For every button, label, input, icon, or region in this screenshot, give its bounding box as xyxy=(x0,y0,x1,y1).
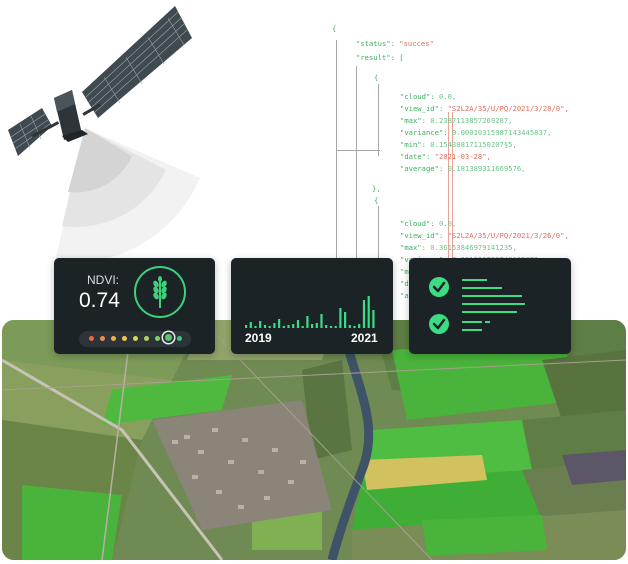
code-line-date: "date": "2021-03-28", xyxy=(400,152,491,161)
code-fragment: "m xyxy=(400,267,409,276)
json-response-panel: { "status": "succes" "result": [ { "clou… xyxy=(332,24,569,330)
aerial-farmland-image xyxy=(2,320,626,560)
ndvi-scale-dot xyxy=(122,336,127,341)
history-bar xyxy=(358,324,361,328)
history-bar xyxy=(353,326,356,328)
check-circle-icon xyxy=(429,314,449,334)
code-guide-line xyxy=(448,112,449,330)
ndvi-scale-dot xyxy=(144,336,149,341)
code-brace: }, xyxy=(372,184,381,193)
history-bar xyxy=(268,326,271,328)
code-line-min: "min": 0.154308171150207§5, xyxy=(400,140,517,149)
ndvi-scale-dot xyxy=(100,336,105,341)
code-guide-line xyxy=(452,112,453,330)
start-year-label: 2019 xyxy=(245,331,272,345)
ndvi-history-card: 2019 2021 xyxy=(231,258,393,354)
ndvi-history-chart xyxy=(245,296,375,328)
history-bar xyxy=(320,314,323,328)
history-bar xyxy=(287,325,290,328)
code-line-view-id: "view_id": "S2L2A/35/U/PQ/2021/3/28/0", xyxy=(400,104,569,113)
solar-panel-lower xyxy=(8,108,52,156)
history-bar xyxy=(282,326,285,328)
code-line-status: "status": "succes" xyxy=(356,39,434,48)
history-bar xyxy=(311,324,314,328)
ndvi-scale-dot-selected xyxy=(165,334,172,341)
history-bar xyxy=(306,316,309,328)
history-bar xyxy=(315,323,318,328)
history-bar xyxy=(259,321,262,328)
code-guide-line xyxy=(378,84,379,156)
code-line-result: "result": [ xyxy=(356,53,404,62)
code-brace: { xyxy=(332,24,337,33)
ndvi-scale-dot xyxy=(133,336,138,341)
code-line-max: "max": 0.2387113857269287, xyxy=(400,116,513,125)
code-fragment: "a xyxy=(400,291,409,300)
ndvi-card: NDVI: 0.74 xyxy=(54,258,215,354)
code-line-variance: "variance": 0.00010315987143445837, xyxy=(400,128,552,137)
check-circle-icon xyxy=(429,277,449,297)
history-bar xyxy=(334,326,337,328)
ndvi-scale-dot xyxy=(155,336,160,341)
history-bar xyxy=(348,325,351,328)
history-bar xyxy=(339,308,342,328)
ndvi-scale xyxy=(79,331,191,347)
ndvi-label: NDVI: xyxy=(87,273,120,287)
history-bar xyxy=(329,326,333,328)
code-line-cloud: "cloud": 0.0, xyxy=(400,219,457,228)
code-guide-line xyxy=(356,66,357,330)
solar-panel-upper xyxy=(82,6,192,118)
crop-badge xyxy=(134,266,186,318)
code-line-cloud: "cloud": 0.0, xyxy=(400,92,457,101)
history-bar xyxy=(249,322,252,328)
ndvi-scale-dot xyxy=(89,336,94,341)
history-bar xyxy=(278,319,281,328)
history-bar xyxy=(263,325,267,328)
history-bar xyxy=(292,324,295,328)
checklist xyxy=(429,277,525,334)
ndvi-scale-dot xyxy=(177,336,182,341)
history-bar xyxy=(254,326,257,328)
satellite-illustration xyxy=(8,6,200,263)
history-bar xyxy=(362,300,366,328)
ndvi-scale-dot xyxy=(111,336,116,341)
history-bar xyxy=(301,326,304,328)
history-bar xyxy=(367,296,370,328)
code-guide-line xyxy=(336,150,380,181)
code-line-max: "max": 0.36153846979141235, xyxy=(400,243,517,252)
history-bar xyxy=(325,325,328,328)
code-line-view-id: "view_id": "S2L2A/35/U/PQ/2021/3/26/0", xyxy=(400,231,569,240)
history-bar xyxy=(296,320,300,328)
history-bar xyxy=(372,310,375,328)
code-fragment: "d xyxy=(400,279,409,288)
checklist-lines xyxy=(462,279,525,331)
history-bar xyxy=(273,323,276,328)
code-line-average: "average": 0.181389311669576, xyxy=(400,164,526,173)
wheat-icon xyxy=(153,276,167,308)
ndvi-value: 0.74 xyxy=(79,289,120,312)
checklist-card xyxy=(409,258,571,354)
code-guide-line xyxy=(336,40,337,330)
code-brace: { xyxy=(374,196,379,205)
end-year-label: 2021 xyxy=(351,331,378,345)
history-bar xyxy=(344,312,347,328)
history-bar xyxy=(245,325,248,328)
code-brace: { xyxy=(374,73,379,82)
